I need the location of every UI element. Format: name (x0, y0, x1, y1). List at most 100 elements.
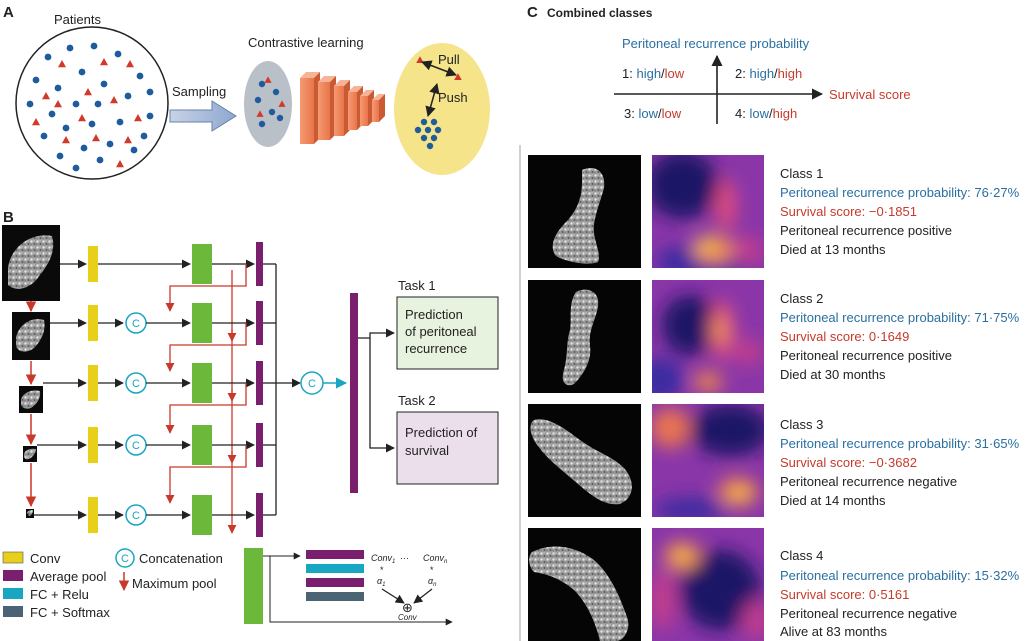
concat-symbol: C (132, 440, 140, 452)
concat-symbol: C (132, 510, 140, 522)
embedding-triangle-positive (454, 73, 462, 81)
quadrant-3: 3: low/low (624, 106, 682, 121)
patient-dot (146, 88, 154, 96)
final-concat-symbol: C (308, 378, 316, 390)
patient-dot (26, 100, 34, 108)
task2-box-line2: survival (405, 443, 449, 458)
patient-triangle (110, 96, 118, 104)
class2-name: Class 2 (780, 291, 823, 306)
sample-dot (258, 80, 266, 88)
sample-dots (254, 76, 286, 128)
patient-triangle (134, 114, 142, 122)
class2-survival: Survival score: 0·1649 (780, 329, 909, 344)
network-block-top (334, 80, 350, 86)
patient-dot (78, 68, 86, 76)
formula-conv1: Conv1 (371, 553, 395, 565)
class4-heatmap (652, 528, 764, 641)
embedding-cluster-yellow (394, 43, 490, 175)
legend-conv-label: Conv (30, 551, 61, 566)
class2-status: Peritoneal recurrence positive (780, 348, 952, 363)
contrastive-learning-label: Contrastive learning (248, 35, 364, 50)
formula-bar-fc-softmax (306, 592, 364, 601)
legend-fc-relu-swatch (3, 588, 23, 599)
legend-maxpool-label: Maximum pool (132, 576, 217, 591)
conv-block (88, 497, 98, 533)
class3-status: Peritoneal recurrence negative (780, 474, 957, 489)
maxpool-skip-arrow (165, 445, 247, 504)
class3-survival: Survival score: −0·3682 (780, 455, 917, 470)
class4-outcome: Alive at 83 months (780, 624, 887, 639)
panel-c-letter: C (527, 4, 538, 21)
class3-outcome: Died at 14 months (780, 493, 886, 508)
class2-ct-tumor (562, 289, 599, 386)
formula-dots: ··· (400, 553, 409, 563)
panel-c: C Combined classes Peritoneal recurrence… (527, 4, 1020, 641)
push-arrow (425, 82, 440, 118)
class1-survival: Survival score: −0·1851 (780, 204, 917, 219)
avgpool-block (256, 242, 263, 286)
class3-probability: Peritoneal recurrence probability: 31·65… (780, 436, 1020, 451)
embedding-dot (420, 118, 428, 126)
conv-block (88, 305, 98, 341)
network-block-top (360, 90, 374, 96)
patient-triangle (78, 114, 86, 122)
feature-block (192, 425, 212, 465)
formula-star-n: * (430, 565, 434, 575)
feature-block (192, 303, 212, 343)
sample-triangle (256, 110, 264, 117)
patient-triangle (92, 134, 100, 142)
panel-b-letter: B (3, 209, 14, 226)
quadrant-1: 1: high/low (622, 66, 685, 81)
patient-dot (56, 152, 64, 160)
class1-name: Class 1 (780, 166, 823, 181)
formula-bar-fc-relu (306, 564, 364, 573)
avgpool-block (256, 423, 263, 467)
task1-box-line1: Prediction (405, 307, 463, 322)
class4-survival: Survival score: 0·5161 (780, 587, 909, 602)
class1-probability: Peritoneal recurrence probability: 76·27… (780, 185, 1020, 200)
legend-concat-label: Concatenation (139, 551, 223, 566)
patient-dot (136, 72, 144, 80)
patient-dot (146, 112, 154, 120)
legend-fc-softmax-swatch (3, 606, 23, 617)
patient-dot (62, 124, 70, 132)
feature-block (192, 244, 212, 284)
patient-dot (72, 100, 80, 108)
network-block-front (348, 92, 357, 130)
quadrant-2: 2: high/high (735, 66, 802, 81)
fc-stack-bar (350, 293, 358, 493)
sampling-label: Sampling (172, 84, 226, 99)
class4-probability: Peritoneal recurrence probability: 15·32… (780, 568, 1020, 583)
formula-alphan: αn (428, 576, 437, 588)
patient-dot (94, 100, 102, 108)
sample-dot (272, 88, 280, 96)
legend-conv-swatch (2, 551, 24, 564)
sample-dot (276, 114, 284, 122)
embedding-dot (420, 134, 428, 142)
conv-block (88, 427, 98, 463)
patient-dot (66, 44, 74, 52)
sample-dot (268, 108, 276, 116)
formula-alpha1: α1 (377, 576, 385, 588)
patient-triangle (32, 118, 40, 126)
task1-box-line2: of peritoneal (405, 324, 477, 339)
task1-box-line3: recurrence (405, 341, 467, 356)
maxpool-skip-arrow (165, 323, 247, 372)
input-scale-4-tumor (24, 448, 36, 460)
embedding-dot (430, 134, 438, 142)
formula-plus: ⊕ (402, 600, 413, 615)
patients-label: Patients (54, 12, 101, 27)
input-scale-2-tumor (16, 319, 45, 352)
patient-dot (72, 164, 80, 172)
maxpool-skip-arrow (165, 264, 247, 312)
network-block-front (300, 78, 314, 144)
class2-probability: Peritoneal recurrence probability: 71·75… (780, 310, 1020, 325)
maxpool-skip-arrow (165, 383, 247, 434)
task1-title: Task 1 (398, 278, 436, 293)
feature-block (192, 495, 212, 535)
arrow-to-task2 (369, 338, 395, 453)
legend-concat-icon (115, 548, 135, 568)
push-label: Push (438, 90, 468, 105)
